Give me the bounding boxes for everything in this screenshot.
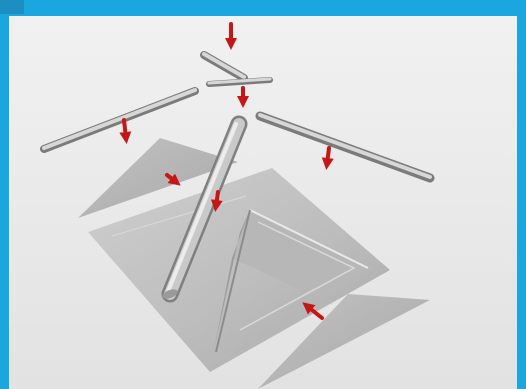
diagonal-beam [161, 115, 248, 303]
right-beam-arrow [321, 146, 334, 170]
top-beam-pieces [200, 51, 273, 87]
left-flap-arrow [165, 173, 181, 186]
left-beam-arrow [119, 118, 132, 144]
right-beam [255, 111, 435, 183]
left-beam [40, 87, 199, 153]
right-flap [258, 294, 430, 389]
right-flap-arrow [302, 302, 324, 320]
frame-tab [0, 0, 24, 14]
pyramid-base [88, 168, 390, 372]
left-flap [78, 138, 238, 218]
diagonal-beam-arrow [210, 190, 223, 212]
